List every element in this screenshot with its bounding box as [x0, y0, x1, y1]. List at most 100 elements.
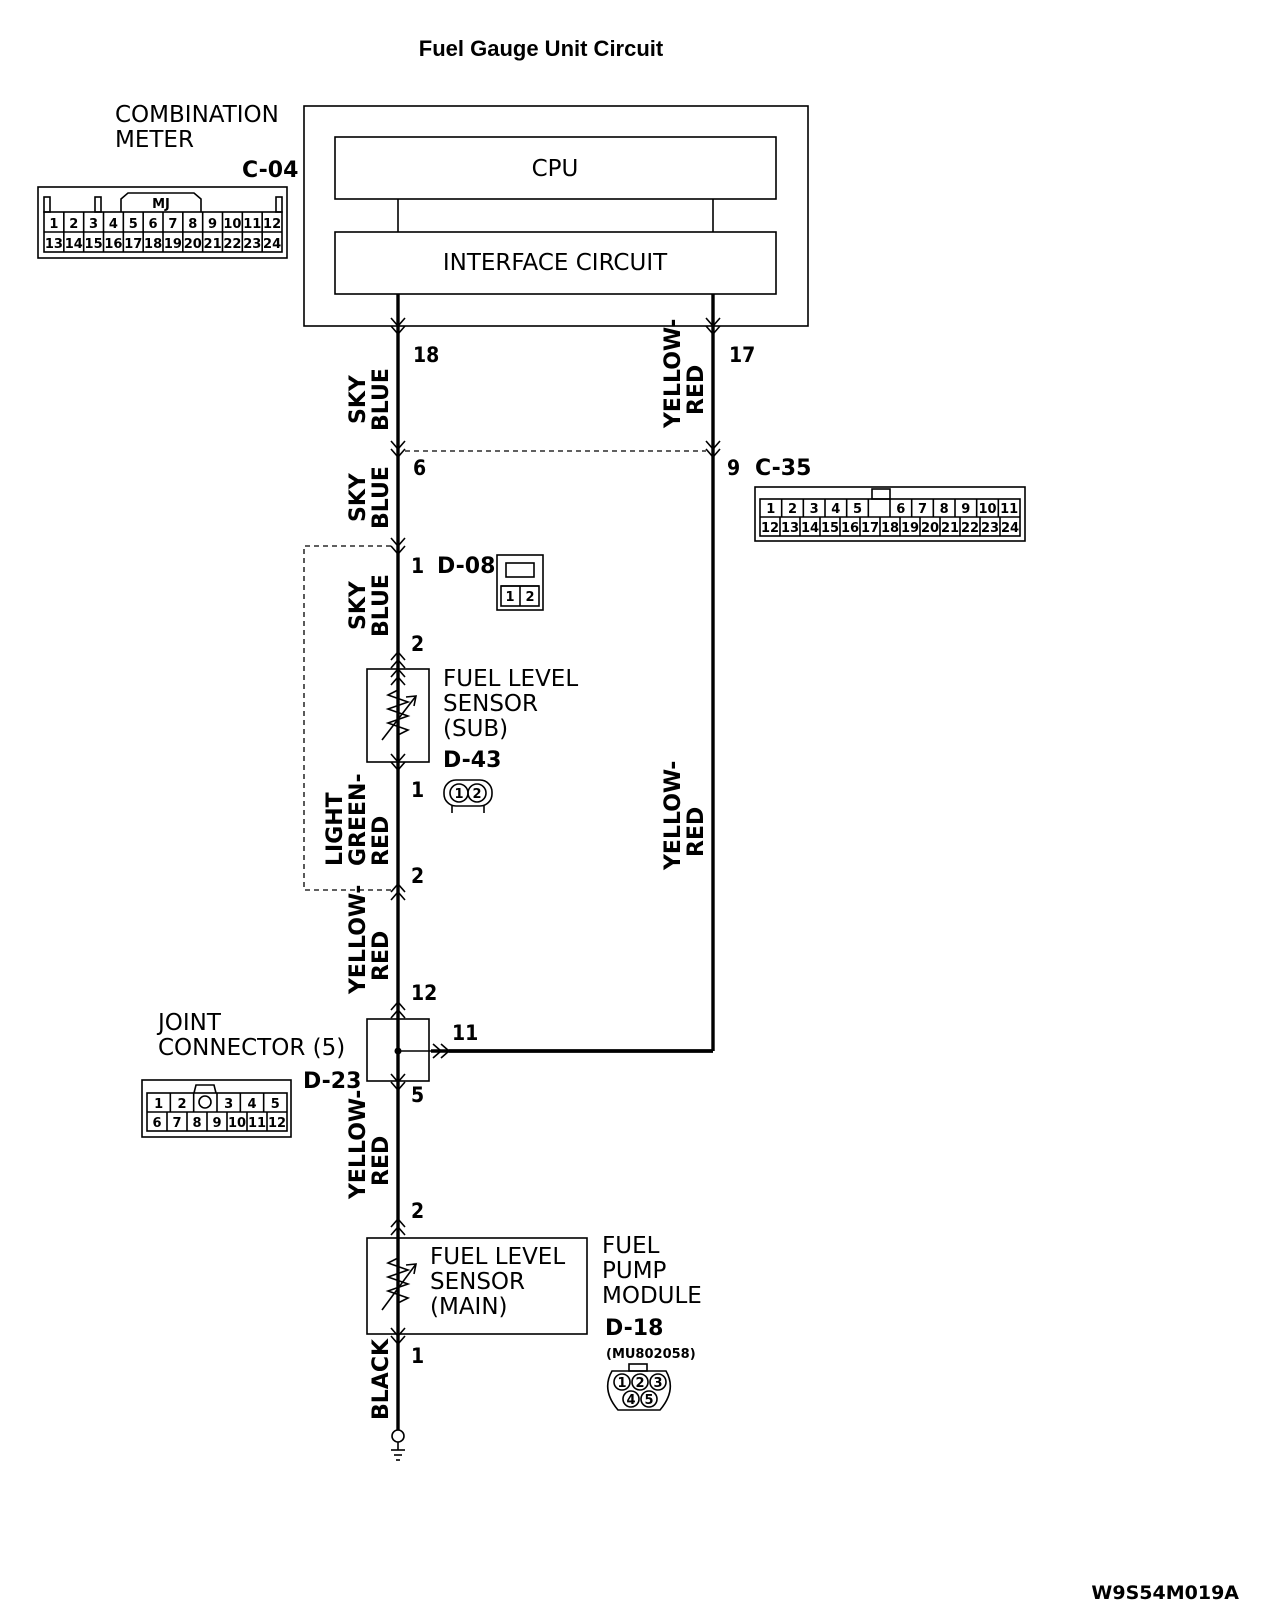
connector-pin-cell: 1 — [766, 502, 775, 517]
connector-pin-cell: 5 — [271, 1097, 280, 1112]
connector-pin-cell: 2 — [788, 502, 797, 517]
svg-text:1: 1 — [617, 1376, 626, 1391]
svg-text:SKY: SKY — [346, 472, 371, 522]
svg-text:YELLOW-: YELLOW- — [661, 761, 686, 871]
svg-text:BLACK: BLACK — [369, 1338, 394, 1420]
variable-resistor-sub-icon — [381, 676, 417, 755]
connector-pin-cell: 14 — [801, 521, 819, 536]
connector-pin-cell: 4 — [247, 1097, 256, 1112]
interface-circuit-block — [334, 231, 777, 295]
sensor-main-label-1: FUEL LEVEL — [430, 1244, 565, 1270]
connector-pin-cell: 24 — [263, 237, 281, 252]
connector-pin-cell: 10 — [228, 1116, 246, 1131]
pin-d43-1: 1 — [411, 778, 424, 802]
connector-pin-cell: 17 — [124, 237, 142, 252]
interface-circuit-label: INTERFACE CIRCUIT — [443, 250, 668, 276]
svg-text:2: 2 — [472, 787, 481, 802]
connector-pin-cell: 8 — [940, 502, 949, 517]
joint-connector-label-2: CONNECTOR (5) — [158, 1035, 345, 1061]
svg-text:4: 4 — [626, 1393, 635, 1408]
joint-connector-label-1: JOINT — [156, 1010, 222, 1036]
connector-pin-cell: 18 — [144, 237, 162, 252]
svg-text:RED: RED — [369, 816, 394, 866]
wire-label-yellow-red-2: YELLOW- RED — [661, 761, 709, 871]
connector-pin-cell: 12 — [263, 217, 281, 232]
connector-d43-face: 1 2 — [443, 779, 493, 813]
variable-resistor-main-icon — [381, 1244, 417, 1326]
connector-pin-cell: 6 — [149, 217, 158, 232]
svg-text:3: 3 — [653, 1376, 662, 1391]
connector-d18-face: 1 2 3 4 5 — [606, 1363, 672, 1411]
connector-pin-cell: 15 — [821, 521, 839, 536]
sensor-sub-label-2: SENSOR — [443, 691, 538, 717]
diagram-title: Fuel Gauge Unit Circuit — [419, 36, 664, 61]
pin-joint-12: 12 — [411, 981, 437, 1005]
svg-text:SKY: SKY — [346, 580, 371, 630]
connector-pin-cell: 10 — [978, 502, 996, 517]
connector-c04-label: C-04 — [242, 158, 298, 183]
wire-label-sky-blue-3: SKY BLUE — [346, 574, 394, 637]
sensor-main-label-2: SENSOR — [430, 1269, 525, 1295]
connector-d23-label: D-23 — [303, 1069, 361, 1094]
sensor-main-label-3: (MAIN) — [430, 1294, 508, 1320]
fuel-level-sensor-sub — [366, 668, 430, 763]
connector-pin-cell: 13 — [45, 237, 63, 252]
svg-text:SKY: SKY — [346, 374, 371, 424]
svg-text:LIGHT: LIGHT — [323, 792, 348, 866]
cpu-block — [334, 136, 777, 200]
ground-icon — [391, 1429, 405, 1461]
svg-text:BLUE: BLUE — [369, 574, 394, 637]
connector-pin-cell: 9 — [212, 1116, 221, 1131]
wire-label-yellow-red-3: YELLOW- RED — [346, 885, 394, 995]
pin-d43-2: 2 — [411, 864, 424, 888]
combination-meter-box — [303, 105, 809, 327]
svg-text:BLUE: BLUE — [369, 466, 394, 529]
connector-pin-cell: 7 — [172, 1116, 181, 1131]
connector-d08-label: D-08 — [437, 554, 495, 579]
connector-c35-label: C-35 — [755, 456, 811, 481]
svg-text:5: 5 — [644, 1393, 653, 1408]
pump-module-label-3: MODULE — [602, 1283, 702, 1309]
connector-pin-cell: 21 — [941, 521, 959, 536]
combination-meter-label-2: METER — [115, 127, 194, 153]
svg-text:YELLOW-: YELLOW- — [346, 885, 371, 995]
connector-pin-cell: 7 — [168, 217, 177, 232]
connector-pin-cell: 14 — [65, 237, 83, 252]
svg-text:YELLOW-: YELLOW- — [661, 319, 686, 429]
connector-pin-cell: 1 — [154, 1097, 163, 1112]
connector-pin-cell: 2 — [177, 1097, 186, 1112]
pin-18: 18 — [413, 343, 439, 367]
connector-pin-cell: 7 — [918, 502, 927, 517]
pin-9: 9 — [727, 456, 740, 480]
connector-pin-cell: 12 — [268, 1116, 286, 1131]
connector-pin-cell: 3 — [89, 217, 98, 232]
svg-text:1: 1 — [505, 590, 514, 605]
sensor-sub-label-1: FUEL LEVEL — [443, 666, 578, 692]
connector-pin-cell: 23 — [243, 237, 261, 252]
pin-17: 17 — [729, 343, 755, 367]
wire-label-black: BLACK — [369, 1338, 394, 1420]
connector-d18-label: D-18 — [605, 1316, 663, 1341]
connector-pin-cell: 11 — [1000, 502, 1018, 517]
connector-pin-cell: 10 — [223, 217, 241, 232]
connector-pin-cell: 8 — [192, 1116, 201, 1131]
connector-pin-cell: 19 — [901, 521, 919, 536]
connector-pin-cell: 4 — [109, 217, 118, 232]
sensor-sub-label-3: (SUB) — [443, 716, 508, 742]
connector-pin-cell: 5 — [129, 217, 138, 232]
wire-label-yellow-red-1: YELLOW- RED — [661, 319, 709, 429]
connector-pin-cell: 11 — [248, 1116, 266, 1131]
connector-pin-cell: 23 — [981, 521, 999, 536]
connector-pin-cell: 5 — [853, 502, 862, 517]
svg-text:RED: RED — [684, 365, 709, 415]
connector-pin-cell: 19 — [164, 237, 182, 252]
pin-d08-2: 2 — [411, 632, 424, 656]
pin-main-2: 2 — [411, 1199, 424, 1223]
svg-text:GREEN-: GREEN- — [346, 773, 371, 866]
pin-joint-5: 5 — [411, 1083, 424, 1107]
pump-module-label-2: PUMP — [602, 1258, 667, 1284]
wire-label-sky-blue-1: SKY BLUE — [346, 368, 394, 431]
pin-joint-11: 11 — [452, 1021, 478, 1045]
pin-main-1: 1 — [411, 1344, 424, 1368]
